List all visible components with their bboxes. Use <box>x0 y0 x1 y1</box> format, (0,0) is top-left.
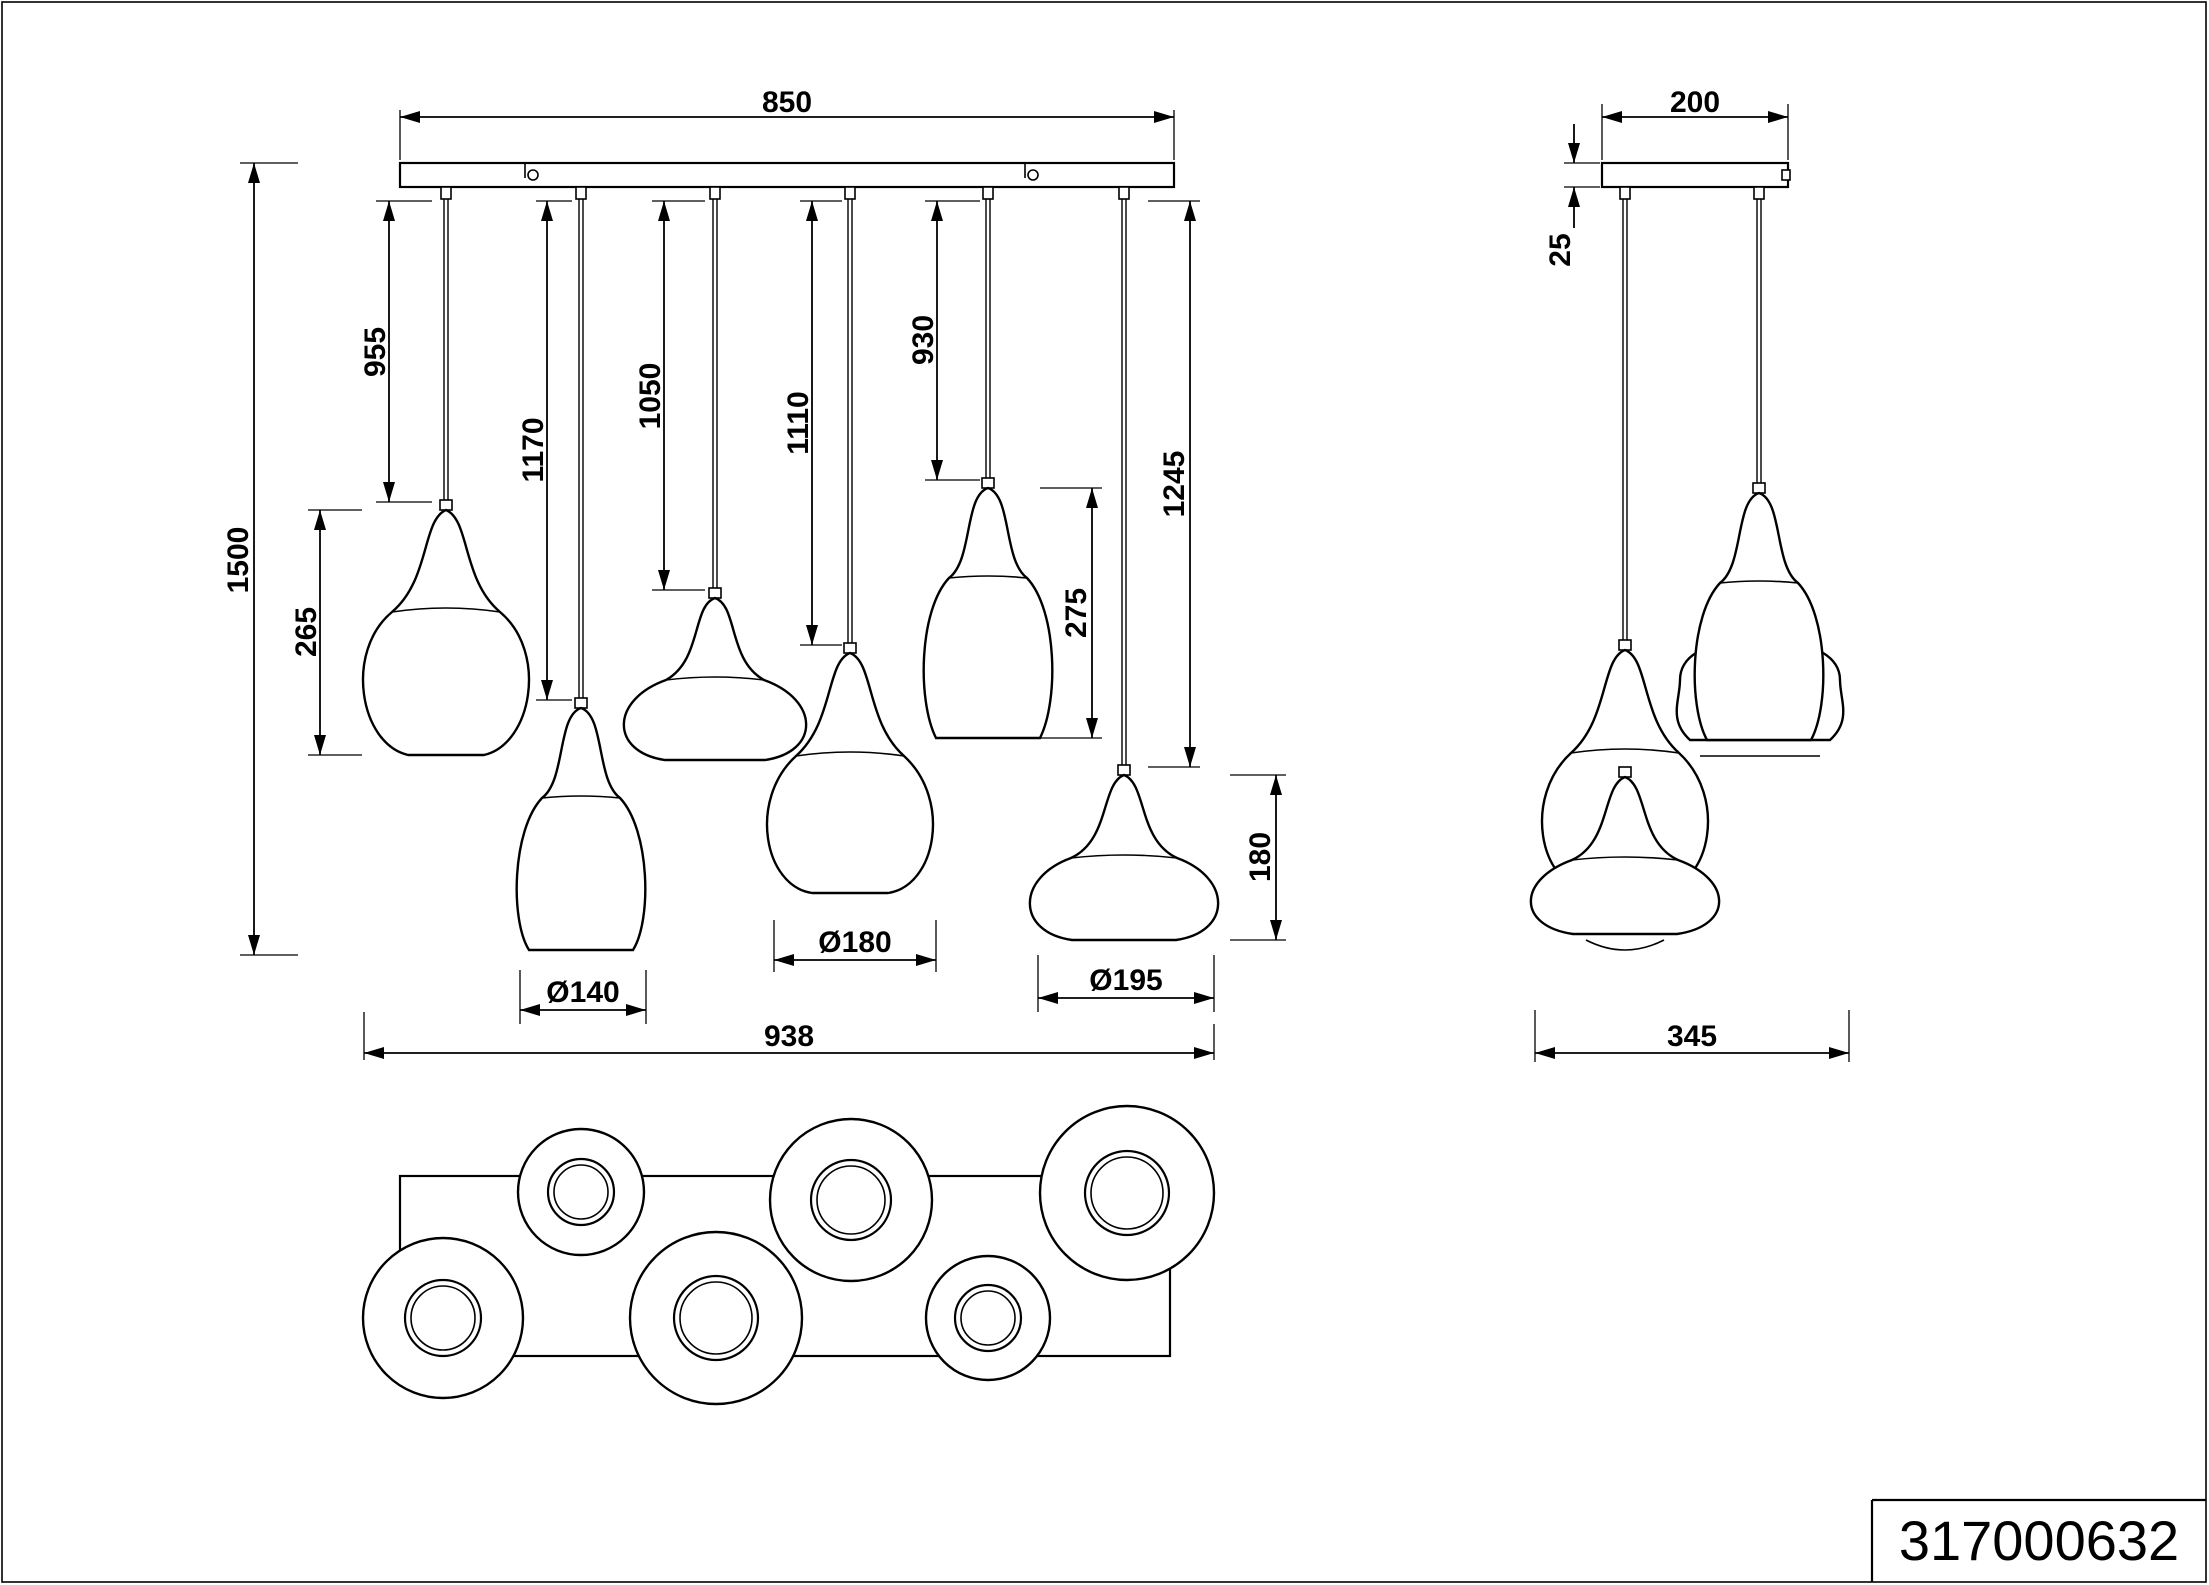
dim-cord-3-label: 1050 <box>634 363 667 430</box>
dim-shade-height-b: 275 <box>1040 487 1102 739</box>
dim-diameter-large-label: Ø195 <box>1089 964 1162 997</box>
dim-canopy-length: 850 <box>399 86 1175 160</box>
dim-shade-height-a: 265 <box>290 509 362 756</box>
dim-overall-width: 938 <box>363 1012 1215 1060</box>
canopy-screw-right <box>1024 162 1039 181</box>
dim-shade-height-a-label: 265 <box>290 607 323 657</box>
dim-cord-6: 1245 <box>1148 200 1200 768</box>
cord-connectors <box>440 186 1130 200</box>
dim-diameter-medium-label: Ø180 <box>818 926 891 959</box>
dim-canopy-length-label: 850 <box>762 86 812 119</box>
dim-overall-depth-label: 345 <box>1667 1020 1717 1053</box>
top-shade-4 <box>768 1117 934 1283</box>
product-code-box: 317000632 <box>1870 1498 2206 1582</box>
dim-shade-height-c: 180 <box>1230 774 1286 941</box>
dim-cord-1-label: 955 <box>359 327 392 377</box>
dim-cord-3: 1050 <box>634 200 705 591</box>
dim-diameter-medium: Ø180 <box>773 920 937 972</box>
top-shade-6 <box>1038 1104 1216 1282</box>
dim-canopy-depth: 200 <box>1601 86 1789 160</box>
dim-cord-1: 955 <box>359 200 432 503</box>
dim-cord-4-label: 1110 <box>782 391 815 454</box>
ceiling-canopy <box>398 161 1176 189</box>
dim-canopy-depth-label: 200 <box>1670 86 1720 119</box>
pendant-shade-drop-2 <box>922 477 1054 740</box>
dim-cord-5-label: 930 <box>907 315 940 365</box>
dim-total-height: 1500 <box>222 162 298 956</box>
dim-diameter-small-label: Ø140 <box>546 976 619 1009</box>
pendant-shade-drop-1 <box>515 697 647 952</box>
side-view: 200 25 345 <box>1529 86 1850 1062</box>
side-cord-connectors <box>1619 169 1791 200</box>
pendant-cords <box>443 199 1127 767</box>
dim-total-height-label: 1500 <box>222 527 255 594</box>
dim-cord-4: 1110 <box>782 200 842 646</box>
dim-shade-height-b-label: 275 <box>1060 588 1093 638</box>
dim-diameter-small: Ø140 <box>519 970 647 1024</box>
front-view: 850 1500 955 265 <box>222 86 1286 1060</box>
dim-diameter-large: Ø195 <box>1037 955 1215 1012</box>
product-code: 317000632 <box>1899 1509 2179 1572</box>
dim-canopy-thickness-label: 25 <box>1544 233 1577 266</box>
top-shade-5 <box>924 1254 1052 1382</box>
top-view <box>361 1104 1216 1406</box>
top-shade-1 <box>361 1236 525 1400</box>
dim-cord-2: 1170 <box>517 200 572 701</box>
dim-overall-width-label: 938 <box>764 1020 814 1053</box>
dim-cord-5: 930 <box>907 200 980 481</box>
pendant-shade-globe-2 <box>765 642 935 895</box>
pendant-shade-globe-1 <box>361 499 531 757</box>
canopy-screw-left <box>524 162 539 181</box>
dim-cord-6-label: 1245 <box>1158 451 1191 518</box>
top-shade-2 <box>516 1127 646 1257</box>
pendant-shade-onion-2 <box>1028 764 1220 942</box>
pendant-shade-onion-1 <box>622 587 808 762</box>
side-shade-onion <box>1529 766 1721 951</box>
side-shade-drop <box>1693 482 1825 742</box>
top-shade-3 <box>628 1230 804 1406</box>
dim-overall-depth: 345 <box>1534 1010 1850 1062</box>
dim-shade-height-c-label: 180 <box>1244 832 1277 882</box>
side-canopy <box>1600 161 1790 189</box>
dim-canopy-thickness: 25 <box>1544 124 1600 267</box>
dim-cord-2-label: 1170 <box>517 417 550 482</box>
